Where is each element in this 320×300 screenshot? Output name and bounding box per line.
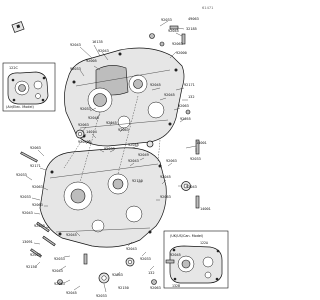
part-callout: 92045	[150, 83, 161, 87]
part-callout: 92063	[150, 286, 161, 290]
inset-top-title: (Air/Elec. Model)	[6, 105, 34, 109]
diagram-reference-number: 61471	[202, 6, 213, 10]
upper-crankcase	[64, 47, 185, 147]
inset-bottom-sub-number: 132B	[172, 284, 180, 288]
inset-uk-us-can-model: (UK/US/Can. Model) 122A 132B	[163, 230, 229, 289]
part-callout: 92033	[16, 173, 27, 177]
part-callout: 92033	[140, 257, 151, 261]
part-callout: 92150	[132, 179, 143, 183]
part-callout: 92045	[88, 116, 99, 120]
inset-bottom-part-number: 122A	[200, 241, 208, 245]
part-callout: 92045	[164, 93, 175, 97]
leader-lines	[25, 20, 197, 293]
part-callout: 16135	[92, 40, 103, 44]
lower-crankcase	[39, 147, 167, 248]
part-callout: 92033	[190, 157, 201, 161]
part-callout: 92045	[168, 29, 179, 33]
part-callout: 92049A	[78, 140, 92, 144]
part-callout: 92033	[104, 147, 115, 151]
part-callout: 92063	[30, 146, 41, 150]
part-callout: 92171	[184, 83, 195, 87]
part-callout: 132	[188, 95, 195, 99]
part-callout: 92043	[126, 247, 137, 251]
part-callout: 92049	[138, 153, 149, 157]
part-callout: 92045	[170, 253, 181, 257]
part-callout: 92063	[32, 185, 43, 189]
part-callout: 92063	[172, 42, 183, 46]
part-callout: 92063	[54, 282, 65, 286]
part-callout: 92055	[180, 117, 191, 121]
part-callout: 92043	[128, 159, 139, 163]
part-callout: 92033	[30, 253, 41, 257]
part-callout: 92005	[86, 59, 97, 63]
part-callout: 92063	[32, 203, 43, 207]
part-callout: 92033	[96, 294, 107, 298]
inset-bottom-title: (UK/US/Can. Model)	[170, 234, 204, 238]
part-callout: 13091	[22, 240, 33, 244]
inset-air-elec-model: 122C (Air/Elec. Model)	[2, 62, 56, 112]
part-callout: 92000	[176, 51, 187, 55]
part-callout: 92171	[30, 164, 41, 168]
part-callout: 92033	[34, 224, 45, 228]
part-callout: 92063	[112, 273, 123, 277]
part-callout: 92063	[78, 123, 89, 127]
part-callout: 92063	[178, 104, 189, 108]
part-callout: 92033	[20, 195, 31, 199]
part-callout: 92043	[98, 49, 109, 53]
callout-labels: 92033 49063 92045 32185 92063 92000 9204…	[16, 17, 211, 298]
part-callout: 92045	[160, 175, 171, 179]
part-callout: 92043	[22, 211, 33, 215]
part-callout: 49063	[188, 17, 199, 21]
assembly-guide-lines	[63, 95, 161, 183]
part-callout: 92043	[186, 185, 197, 189]
crankcase-exploded-diagram: 61471 122C (Air/Elec. Model) (UK/US/Can.…	[2, 6, 229, 298]
bolts-and-dowels	[20, 25, 200, 285]
part-callout: 92033	[54, 257, 65, 261]
part-callout: 14001	[196, 141, 207, 145]
part-callout: 92045	[106, 121, 117, 125]
part-callout: 92033	[161, 18, 172, 22]
part-callout: 14014	[86, 130, 97, 134]
part-callout: 92150	[118, 286, 129, 290]
part-callout: 92063	[166, 159, 177, 163]
part-callout: 92043	[52, 269, 63, 273]
inset-top-part-number: 122C	[9, 66, 18, 70]
part-callout: 92045	[128, 143, 139, 147]
part-callout: 92033	[70, 67, 81, 71]
part-callout: 92150	[26, 265, 37, 269]
part-callout: 92045	[66, 291, 77, 295]
part-callout: 92045	[66, 233, 77, 237]
part-callout: 92043	[70, 43, 81, 47]
part-callout: 92063	[118, 128, 129, 132]
part-callout: 14001	[200, 207, 211, 211]
part-callout: 32185	[186, 27, 197, 31]
bearing-seals	[75, 129, 191, 284]
part-callout: 92063	[160, 195, 171, 199]
part-callout: 92033	[80, 107, 91, 111]
engine-tag-icon	[11, 21, 25, 33]
part-callout: 132	[148, 271, 155, 275]
